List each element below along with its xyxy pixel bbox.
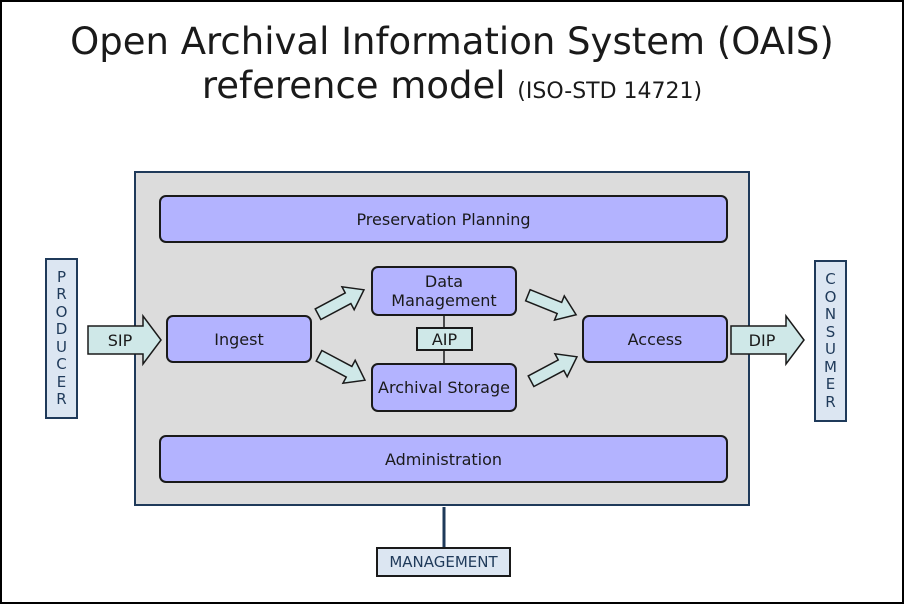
- consumer-letter: N: [824, 305, 837, 323]
- archival-storage-label: Archival Storage: [378, 378, 510, 397]
- consumer-letter: U: [825, 340, 836, 358]
- producer-letter: U: [56, 337, 67, 356]
- administration-label: Administration: [384, 449, 503, 469]
- consumer-letter: S: [825, 322, 836, 341]
- preservation-planning-box: Preservation Planning: [159, 195, 728, 243]
- producer-letter: E: [56, 372, 67, 391]
- producer-letter: P: [56, 267, 67, 286]
- archival-storage-box: Archival Storage: [371, 363, 517, 412]
- ingest-to-archival-storage-arrow: [315, 349, 367, 385]
- consumer-label: C O N S U M E R: [814, 260, 847, 422]
- consumer-letter: M: [824, 357, 837, 376]
- dip-arrow: [730, 313, 805, 367]
- consumer-letter: C: [825, 270, 836, 288]
- data-management-label-line2: Management: [391, 291, 497, 310]
- aip-label: AIP: [431, 329, 458, 349]
- consumer-letter: R: [825, 392, 836, 411]
- producer-letter: C: [56, 355, 67, 373]
- data-management-box: Data Management: [371, 266, 517, 316]
- producer-letter: R: [56, 285, 67, 303]
- title-standard: (ISO-STD 14721): [517, 79, 703, 104]
- ingest-to-data-management-arrow: [314, 285, 366, 321]
- ingest-box: Ingest: [166, 315, 312, 363]
- archival-storage-to-access-arrow: [527, 352, 579, 388]
- producer-label: P R O D U C E R: [45, 258, 78, 419]
- management-box: MANAGEMENT: [376, 547, 511, 577]
- data-management-to-access-arrow: [524, 288, 578, 322]
- ingest-label: Ingest: [214, 329, 264, 349]
- access-box: Access: [582, 315, 728, 363]
- data-management-label-line1: Data: [424, 272, 464, 291]
- title-model: reference model: [201, 64, 506, 107]
- producer-letter: D: [55, 320, 68, 338]
- consumer-letter: E: [825, 375, 836, 393]
- dip-label: DIP: [749, 331, 776, 350]
- title-line-1: Open Archival Information System (OAIS): [70, 20, 834, 63]
- producer-letter: O: [55, 302, 68, 321]
- title-line-2: reference model (ISO-STD 14721): [0, 64, 904, 114]
- producer-letter: R: [56, 390, 67, 408]
- consumer-letter: O: [824, 287, 837, 306]
- aip-package: AIP: [416, 327, 473, 351]
- administration-box: Administration: [159, 435, 728, 483]
- management-label: MANAGEMENT: [389, 553, 498, 571]
- preservation-planning-label: Preservation Planning: [356, 209, 531, 229]
- sip-label: SIP: [108, 331, 133, 350]
- access-label: Access: [627, 329, 683, 349]
- sip-arrow: [87, 313, 162, 367]
